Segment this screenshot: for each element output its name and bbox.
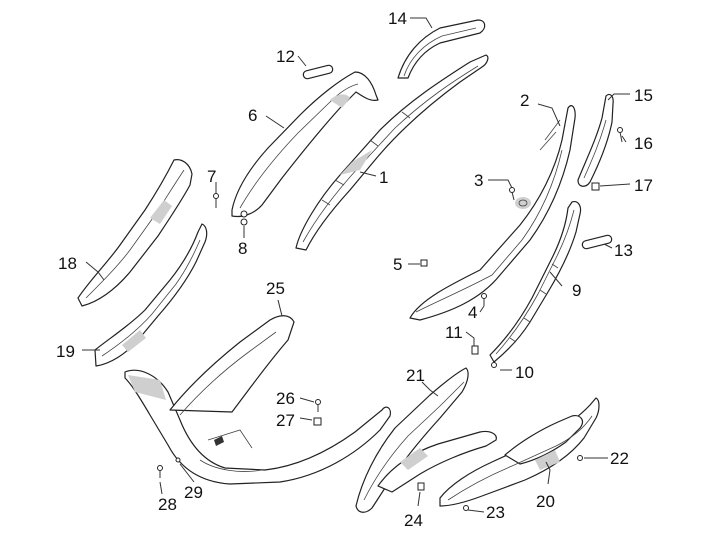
- part-14-rear-handle[interactable]: [397, 19, 486, 79]
- callout-15[interactable]: 15: [634, 86, 653, 105]
- callout-18[interactable]: 18: [58, 254, 77, 273]
- callout-24[interactable]: 24: [404, 511, 423, 530]
- part-5-clip-icon[interactable]: [420, 259, 428, 267]
- callout-19[interactable]: 19: [56, 342, 75, 361]
- part-2-right-floor-panel[interactable]: [409, 105, 576, 321]
- callout-1[interactable]: 1: [379, 168, 388, 187]
- part-25-lower-shield[interactable]: [124, 315, 391, 485]
- part-20-lower-side-cover[interactable]: [439, 397, 600, 507]
- callout-20[interactable]: 20: [536, 492, 555, 511]
- callout-29[interactable]: 29: [184, 483, 203, 502]
- callout-17[interactable]: 17: [634, 176, 653, 195]
- callout-23[interactable]: 23: [486, 503, 505, 522]
- callout-2[interactable]: 2: [520, 91, 529, 110]
- part-21-lower-side-panel[interactable]: [355, 367, 497, 513]
- part-15-bracket[interactable]: [577, 93, 614, 187]
- callout-25[interactable]: 25: [266, 279, 285, 298]
- callout-13[interactable]: 13: [614, 241, 633, 260]
- part-11-clip-icon[interactable]: [471, 345, 479, 355]
- callout-9[interactable]: 9: [572, 281, 581, 300]
- callout-21[interactable]: 21: [406, 366, 425, 385]
- callout-11[interactable]: 11: [445, 323, 463, 342]
- part-4-screw-icon[interactable]: [481, 293, 487, 307]
- part-22-screw-icon[interactable]: [577, 455, 583, 461]
- callout-4[interactable]: 4: [468, 303, 477, 322]
- callout-10[interactable]: 10: [515, 363, 534, 382]
- callout-12[interactable]: 12: [276, 47, 295, 66]
- callout-3[interactable]: 3: [474, 171, 483, 190]
- part-26-screw-icon[interactable]: [315, 399, 321, 413]
- part-1-center-panel[interactable]: [295, 54, 489, 251]
- part-23-screw-icon[interactable]: [463, 505, 469, 511]
- part-3-screw-icon[interactable]: [509, 187, 515, 201]
- part-13-trim-strip[interactable]: [581, 234, 613, 250]
- part-10-screw-icon[interactable]: [491, 362, 497, 368]
- part-9-side-strip[interactable]: [489, 201, 582, 363]
- part-8-clip-icon[interactable]: [240, 218, 248, 226]
- part-27-clip-icon[interactable]: [313, 417, 322, 426]
- part-7-screw-icon[interactable]: [213, 193, 219, 209]
- hardware-items: [157, 127, 623, 511]
- part-28-screw-icon[interactable]: [157, 465, 163, 479]
- callout-16[interactable]: 16: [634, 134, 653, 153]
- part-18-front-upper-panel[interactable]: [77, 159, 193, 307]
- callout-6[interactable]: 6: [248, 106, 257, 125]
- callout-26[interactable]: 26: [276, 389, 295, 408]
- part-16-screw-icon[interactable]: [617, 127, 623, 143]
- callout-27[interactable]: 27: [276, 411, 295, 430]
- callout-22[interactable]: 22: [610, 449, 629, 468]
- callout-7[interactable]: 7: [207, 167, 216, 186]
- part-19-side-panel[interactable]: [94, 223, 208, 367]
- callout-28[interactable]: 28: [158, 495, 177, 514]
- part-24-clip-icon[interactable]: [417, 482, 425, 491]
- callout-14[interactable]: 14: [388, 9, 407, 28]
- callout-labels: 1 2 3 4 5 6 7 8 9 10 11 12 13 14 15 16 1…: [56, 9, 653, 530]
- part-17-nut-icon[interactable]: [591, 182, 600, 191]
- callout-5[interactable]: 5: [393, 255, 402, 274]
- part-12-trim-strip[interactable]: [302, 64, 334, 80]
- leader-lines: [82, 17, 631, 513]
- part-6-inner-side-panel[interactable]: [231, 71, 379, 218]
- callout-8[interactable]: 8: [238, 239, 247, 258]
- part-29-clip-icon[interactable]: [175, 457, 181, 463]
